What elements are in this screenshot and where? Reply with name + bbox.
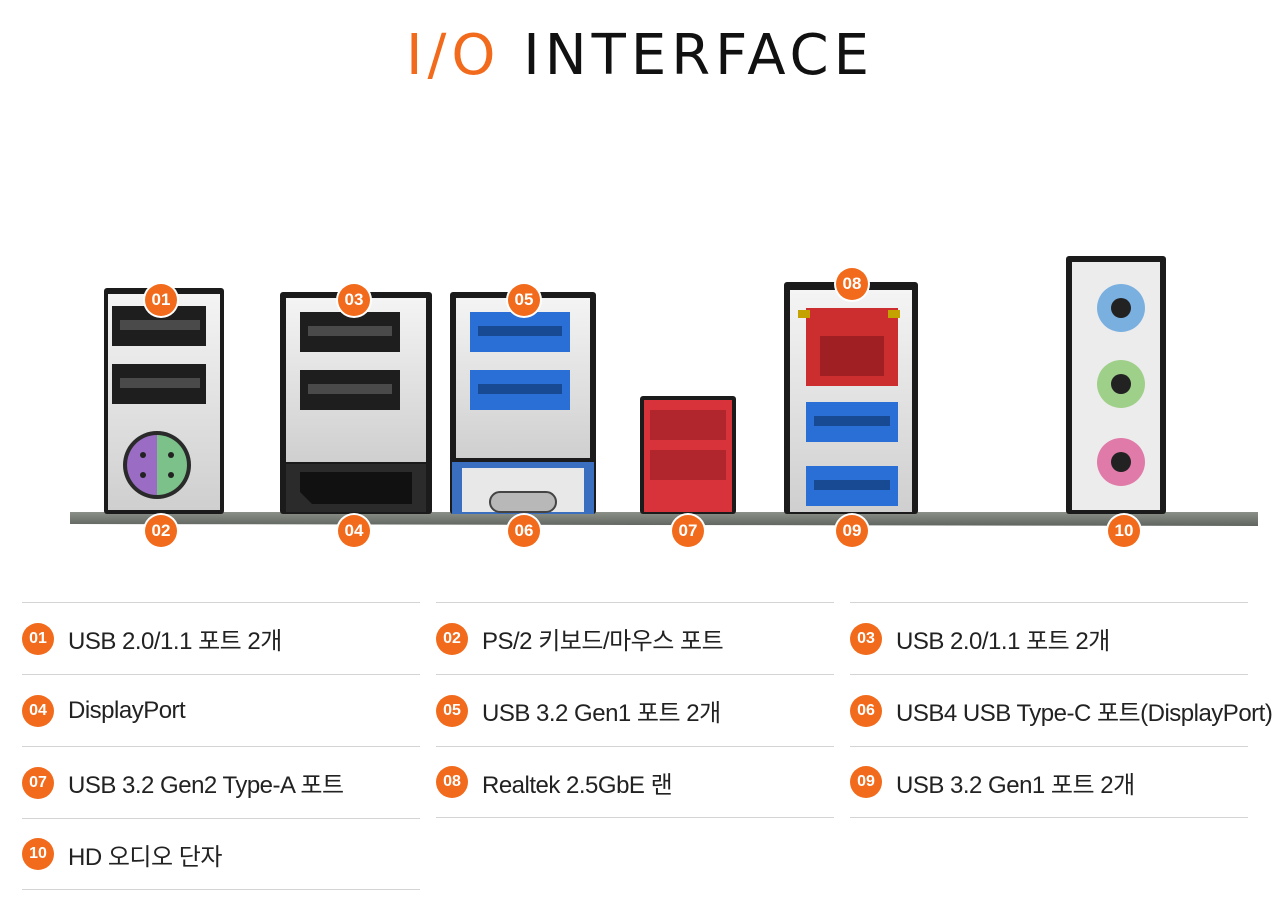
legend-item: 03 USB 2.0/1.1 포트 2개 — [850, 602, 1248, 674]
title-main: INTERFACE — [523, 23, 875, 88]
badge-02: 02 — [145, 515, 177, 547]
legend-number-badge: 05 — [436, 694, 468, 727]
legend-column-3: 03 USB 2.0/1.1 포트 2개 06 USB4 USB Type-C … — [850, 602, 1273, 818]
port-group-lan-usb3 — [784, 282, 918, 514]
legend-label: Realtek 2.5GbE 랜 — [482, 771, 673, 799]
motherboard-edge — [70, 512, 1258, 526]
legend-label: USB 2.0/1.1 포트 2개 — [68, 628, 282, 655]
badge-10: 10 — [1108, 515, 1140, 547]
badge-04: 04 — [338, 515, 370, 547]
badge-07: 07 — [672, 515, 704, 547]
badge-03: 03 — [338, 284, 370, 316]
page-title: I/O INTERFACE — [0, 26, 1280, 86]
legend-label: DisplayPort — [68, 696, 186, 724]
legend-label: USB 3.2 Gen2 Type-A 포트 — [68, 772, 344, 799]
legend-label: USB 3.2 Gen1 포트 2개 — [482, 700, 721, 727]
port-group-usb3-typec — [450, 292, 596, 514]
badge-08: 08 — [836, 268, 868, 300]
legend-item: 08 Realtek 2.5GbE 랜 — [436, 746, 834, 818]
title-accent: I/O — [405, 23, 501, 88]
legend-label: HD 오디오 단자 — [68, 843, 222, 871]
legend-label: USB 2.0/1.1 포트 2개 — [896, 628, 1110, 655]
legend-item: 10 HD 오디오 단자 — [22, 818, 420, 890]
legend-item: 07 USB 3.2 Gen2 Type-A 포트 — [22, 746, 420, 818]
port-group-audio — [1066, 256, 1166, 514]
legend-label: USB 3.2 Gen1 포트 2개 — [896, 771, 1135, 799]
badge-06: 06 — [508, 515, 540, 547]
legend-number-badge: 02 — [436, 622, 468, 655]
legend-label: PS/2 키보드/마우스 포트 — [482, 628, 724, 655]
io-panel-svg — [70, 256, 1258, 526]
legend-item: 01 USB 2.0/1.1 포트 2개 — [22, 602, 420, 674]
legend-number-badge: 01 — [22, 622, 54, 655]
badge-09: 09 — [836, 515, 868, 547]
port-group-usb2-ps2 — [104, 288, 224, 514]
port-group-usb2-displayport — [280, 292, 432, 514]
legend-item: 02 PS/2 키보드/마우스 포트 — [436, 602, 834, 674]
legend-number-badge: 08 — [436, 766, 468, 798]
legend-item: 09 USB 3.2 Gen1 포트 2개 — [850, 746, 1248, 818]
legend-number-badge: 10 — [22, 838, 54, 870]
legend-item: 06 USB4 USB Type-C 포트(DisplayPort) — [850, 674, 1273, 746]
legend-column-2: 02 PS/2 키보드/마우스 포트 05 USB 3.2 Gen1 포트 2개… — [436, 602, 834, 818]
legend-number-badge: 09 — [850, 766, 882, 798]
badge-01: 01 — [145, 284, 177, 316]
port-group-usb-gen2-red — [640, 396, 736, 514]
legend-label: USB4 USB Type-C 포트(DisplayPort) — [896, 700, 1273, 727]
legend-item: 05 USB 3.2 Gen1 포트 2개 — [436, 674, 834, 746]
legend-item: 04 DisplayPort — [22, 674, 420, 746]
legend-number-badge: 07 — [22, 766, 54, 799]
legend-column-1: 01 USB 2.0/1.1 포트 2개 04 DisplayPort 07 U… — [22, 602, 420, 890]
badge-05: 05 — [508, 284, 540, 316]
legend-number-badge: 03 — [850, 622, 882, 655]
legend-number-badge: 06 — [850, 694, 882, 727]
legend-number-badge: 04 — [22, 694, 54, 727]
io-panel-illustration: 01 02 03 04 05 06 07 08 09 10 — [0, 240, 1280, 560]
